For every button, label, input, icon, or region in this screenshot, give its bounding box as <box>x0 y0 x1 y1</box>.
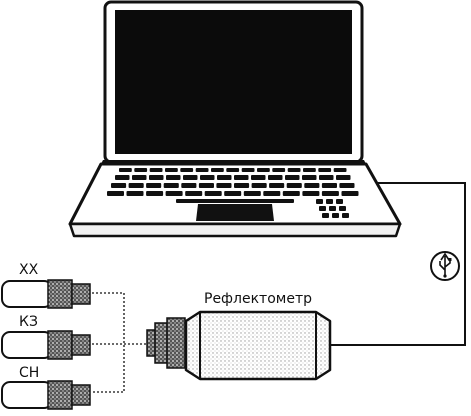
usb-cable <box>331 182 466 346</box>
keyboard-key <box>163 183 179 188</box>
keyboard-key <box>204 191 222 196</box>
keyboard-key <box>198 183 214 188</box>
keyboard-key <box>332 213 339 218</box>
keyboard-key <box>165 191 183 196</box>
matched-load-label: СН <box>19 365 39 381</box>
keyboard-key <box>200 175 215 180</box>
device-label: Рефлектометр <box>204 291 312 307</box>
keyboard-key <box>285 175 300 180</box>
keyboard-key <box>333 168 347 172</box>
calibration-load <box>1 279 91 309</box>
keyboard-key <box>234 175 249 180</box>
keyboard-key <box>126 191 144 196</box>
keyboard-key <box>146 191 164 196</box>
calibration-load <box>1 380 91 410</box>
keyboard-key <box>316 199 323 204</box>
keyboard-key <box>128 183 144 188</box>
keyboard-spacebar <box>176 199 294 203</box>
keyboard-key <box>268 175 283 180</box>
keyboard-key <box>336 175 351 180</box>
short-load-label: КЗ <box>19 314 38 330</box>
keyboard-key <box>211 168 224 172</box>
keyboard-key <box>183 175 198 180</box>
keyboard-key <box>287 168 301 172</box>
keyboard-key <box>185 191 203 196</box>
keyboard-key <box>303 168 316 172</box>
load-connections <box>92 292 146 393</box>
keyboard-key <box>322 213 329 218</box>
laptop-touchpad <box>196 204 274 221</box>
keyboard-key <box>336 199 343 204</box>
keyboard-key <box>119 168 132 172</box>
keyboard-key <box>339 183 355 188</box>
keyboard-key <box>319 175 334 180</box>
keyboard-key <box>195 168 209 172</box>
keyboard-key <box>226 168 240 172</box>
keyboard-key <box>241 168 255 172</box>
laptop-screen <box>115 10 352 154</box>
reflectometer-device <box>146 310 332 381</box>
laptop-keyboard <box>107 168 359 218</box>
keyboard-key <box>181 183 197 188</box>
usb-icon <box>430 251 460 281</box>
keyboard-key <box>111 183 127 188</box>
keyboard-key <box>257 168 270 172</box>
keyboard-key <box>234 183 250 188</box>
open-load-label: ХХ <box>19 262 39 278</box>
keyboard-key <box>302 191 320 196</box>
keyboard-key <box>107 191 124 196</box>
keyboard-key <box>180 168 194 172</box>
calibration-load <box>1 330 91 360</box>
keyboard-key <box>149 168 163 172</box>
keyboard-key <box>251 175 266 180</box>
keyboard-key <box>165 168 178 172</box>
laptop <box>68 0 402 238</box>
keyboard-key <box>149 175 164 180</box>
keyboard-key <box>146 183 162 188</box>
keyboard-key <box>115 175 130 180</box>
keyboard-key <box>286 183 302 188</box>
keyboard-key <box>304 183 320 188</box>
keyboard-key <box>341 191 359 196</box>
keyboard-key <box>251 183 267 188</box>
keyboard-key <box>339 206 346 211</box>
keyboard-key <box>318 168 332 172</box>
keyboard-key <box>326 199 333 204</box>
keyboard-key <box>272 168 286 172</box>
keyboard-key <box>329 206 336 211</box>
keyboard-key <box>282 191 300 196</box>
keyboard-key <box>269 183 285 188</box>
keyboard-key <box>166 175 181 180</box>
keyboard-key <box>302 175 317 180</box>
keyboard-key <box>243 191 261 196</box>
keyboard-key <box>216 183 232 188</box>
keyboard-key <box>342 213 349 218</box>
keyboard-key <box>217 175 232 180</box>
keyboard-key <box>224 191 242 196</box>
keyboard-key <box>321 183 337 188</box>
keyboard-key <box>132 175 147 180</box>
keyboard-key <box>319 206 326 211</box>
keyboard-key <box>321 191 339 196</box>
keyboard-key <box>263 191 281 196</box>
keyboard-key <box>134 168 148 172</box>
